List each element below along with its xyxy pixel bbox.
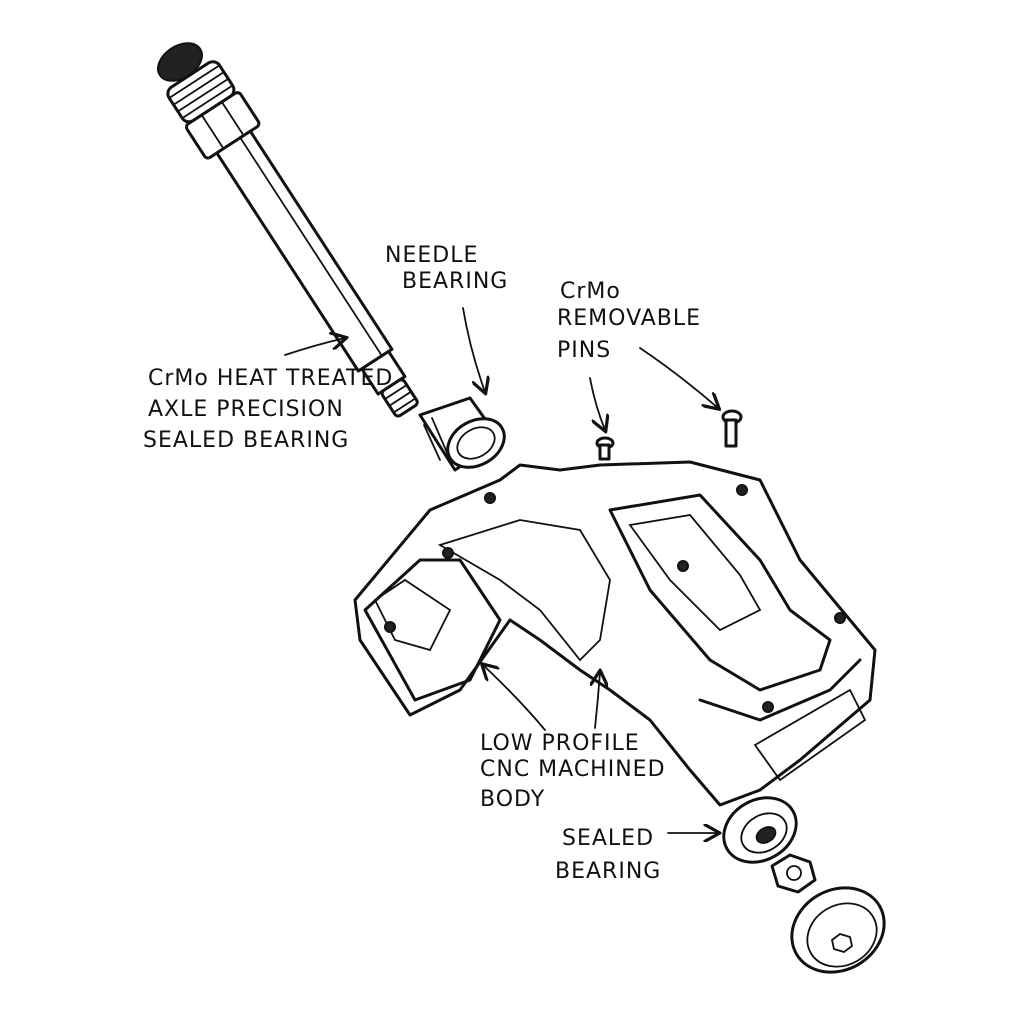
label-axle: CrMo HEAT TREATED AXLE PRECISION SEALED … [143,366,401,453]
removable-pin [721,409,743,448]
end-cap [790,886,886,974]
label-sealed-bearing: SEALED BEARING [555,826,662,884]
pedal-body [353,460,877,807]
label-removable-pins: CrMo REMOVABLE PINS [557,279,709,363]
nut [770,853,817,894]
label-needle-bearing: NEEDLE BEARING [385,243,508,294]
sealed-bearing [722,796,798,864]
removable-pin [595,436,615,461]
label-body: LOW PROFILE CNC MACHINED BODY [480,731,674,812]
callout-arrows [284,307,718,833]
needle-bearing [418,396,506,472]
axle [157,42,419,418]
